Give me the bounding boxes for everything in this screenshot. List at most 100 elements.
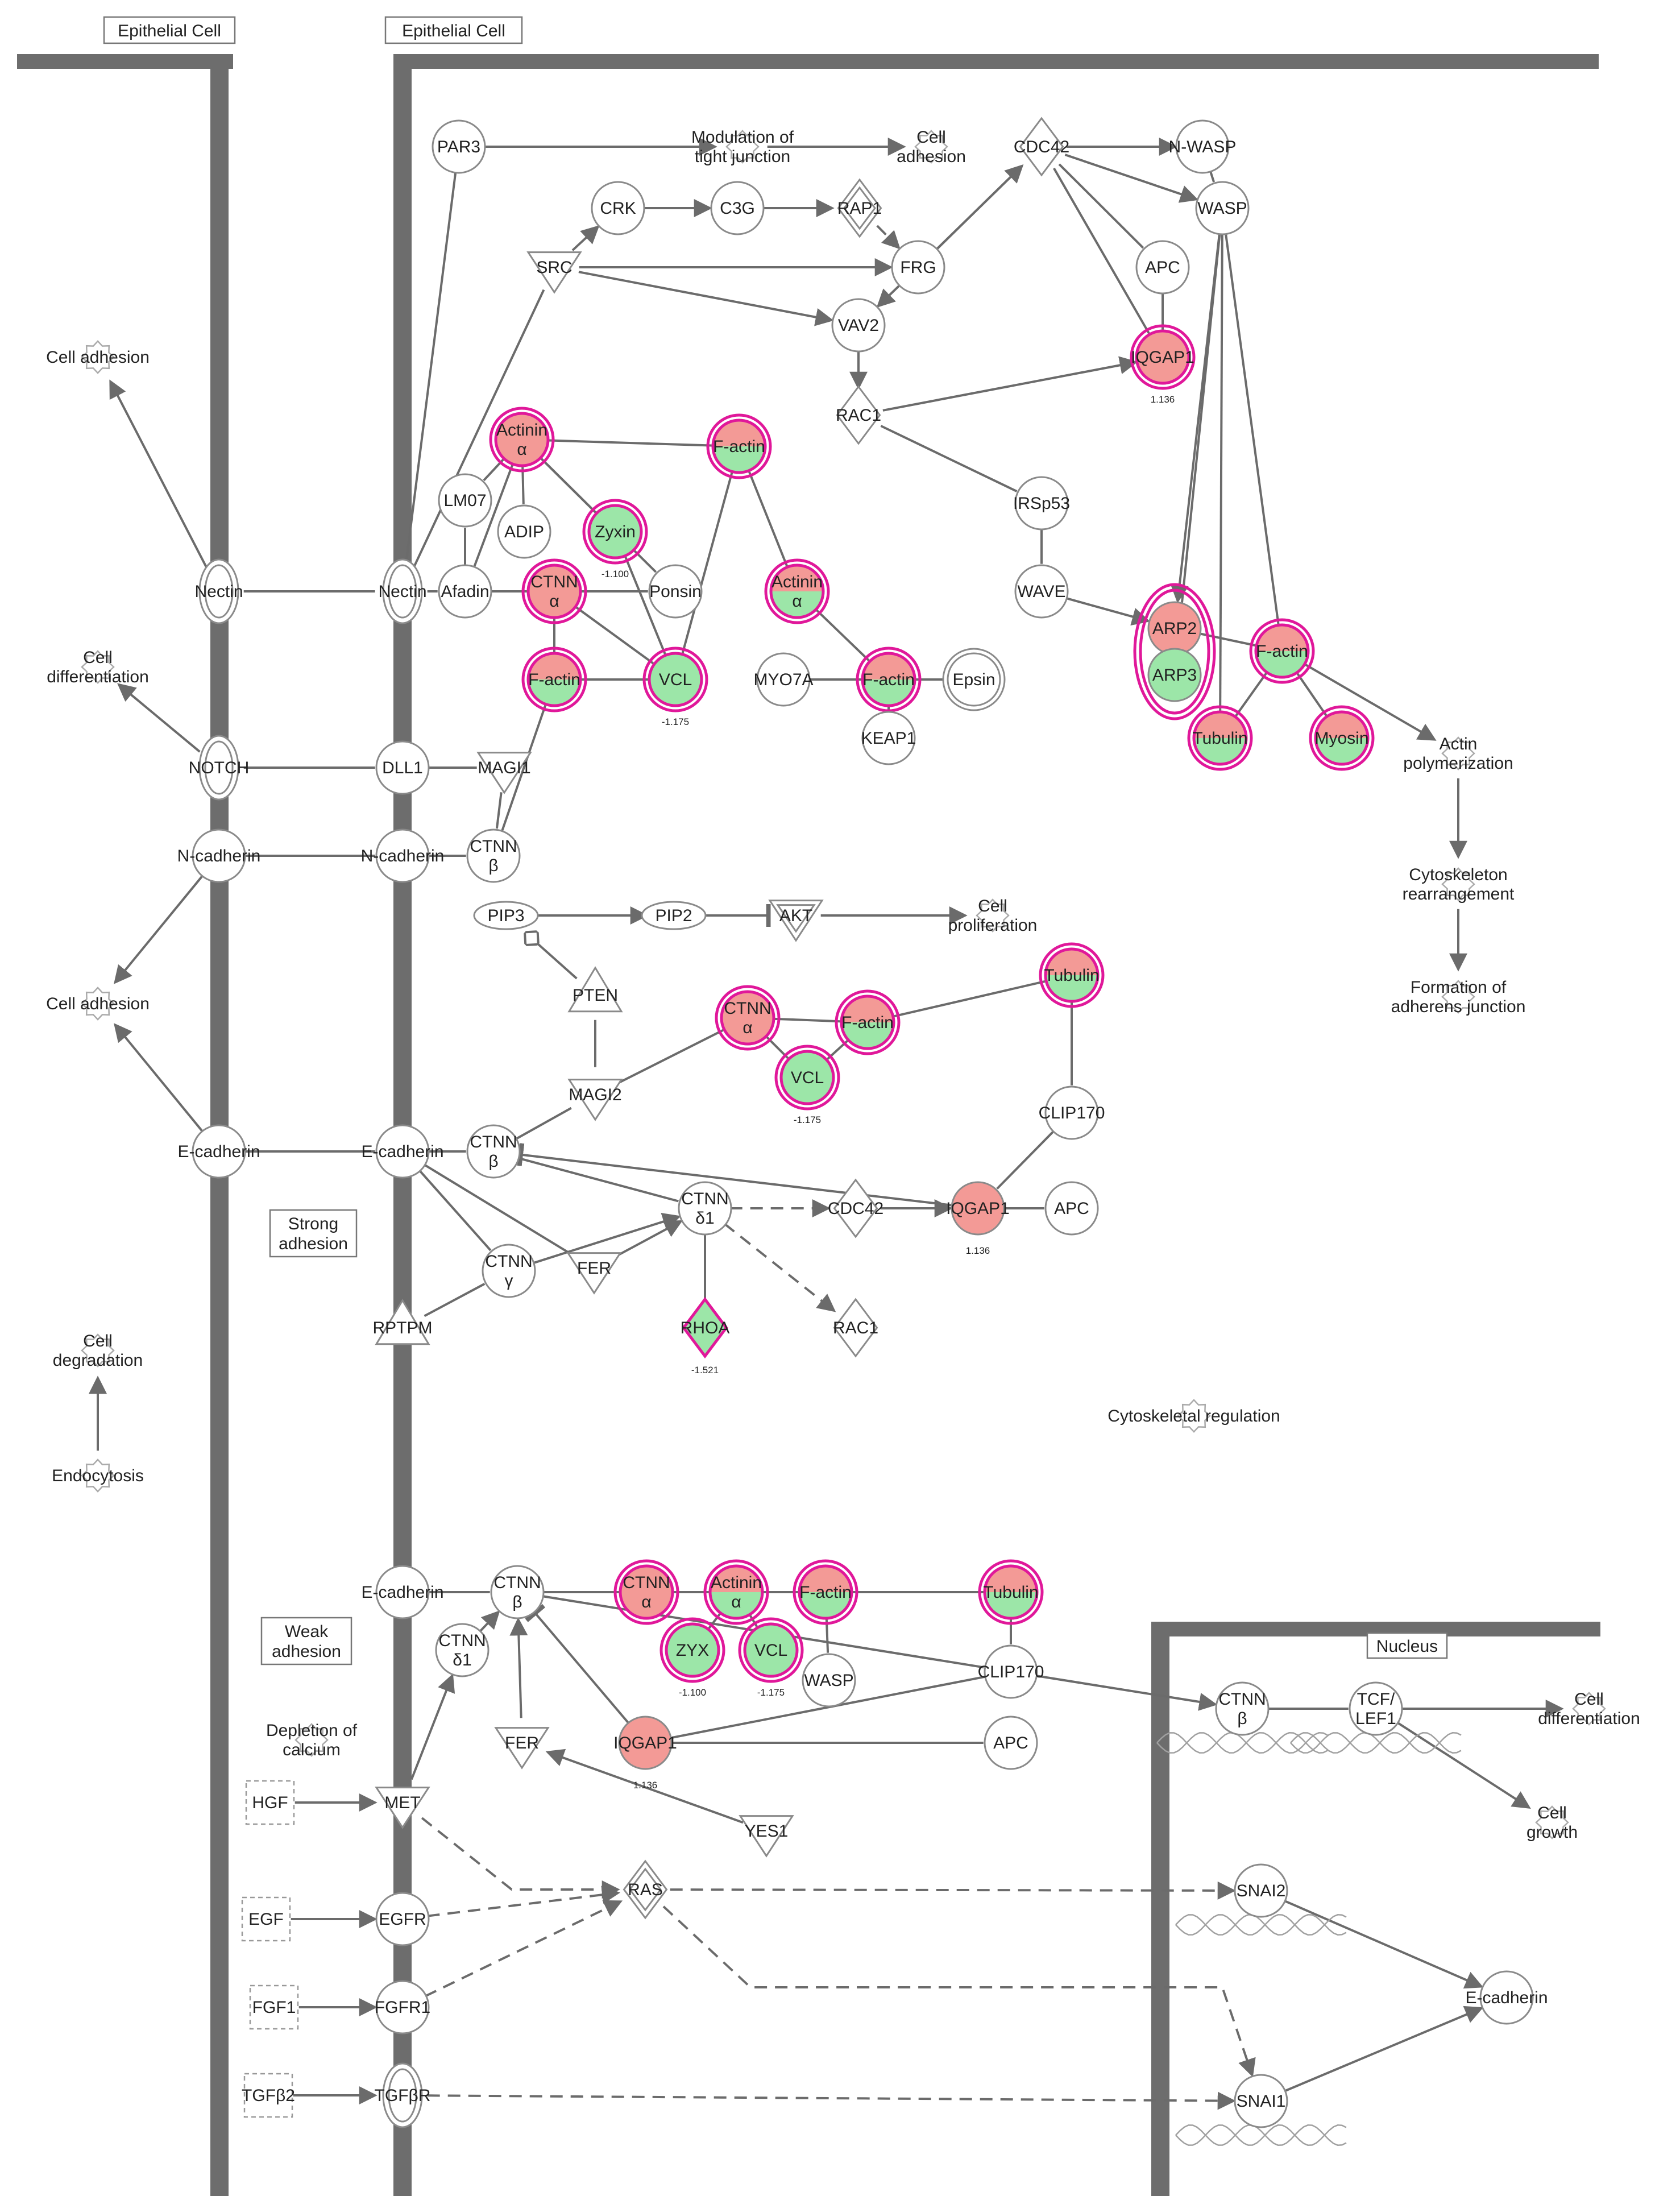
node-clip170_1[interactable]: CLIP170 (1039, 1085, 1105, 1140)
node-tubulin2[interactable]: Tubulin (1039, 942, 1105, 1008)
node-fgfr1[interactable]: FGFR1 (375, 1980, 430, 2035)
node-pip2[interactable]: PIP2 (641, 901, 707, 930)
node-ras[interactable]: RAS (623, 1859, 668, 1920)
node-snai1[interactable]: SNAI1 (1175, 2074, 1347, 2146)
node-arp2[interactable]: ARP2 (1147, 601, 1202, 656)
node-nectin_l[interactable]: Nectin (194, 558, 243, 624)
node-tcf[interactable]: TCF/LEF1 (1290, 1681, 1462, 1754)
node-cyto_reg[interactable]: Cytoskeletal regulation (1107, 1399, 1280, 1433)
node-fer2[interactable]: FER (494, 1727, 550, 1770)
node-cell_adh_left2[interactable]: Cell adhesion (46, 987, 150, 1021)
node-rhoa[interactable]: RHOA-1.521 (681, 1296, 730, 1375)
node-pip3[interactable]: PIP3 (473, 901, 539, 930)
node-frg[interactable]: FRG (891, 240, 945, 295)
node-wasp2[interactable]: WASP (802, 1653, 856, 1708)
node-notch[interactable]: NOTCH (189, 735, 250, 801)
node-apc_bot[interactable]: APC (984, 1716, 1038, 1770)
node-pten[interactable]: PTEN (567, 966, 623, 1013)
node-myosin[interactable]: Myosin (1309, 705, 1375, 771)
node-nwasp[interactable]: N-WASP (1169, 119, 1237, 174)
node-keap1[interactable]: KEAP1 (861, 711, 916, 765)
node-crk[interactable]: CRK (591, 181, 645, 235)
node-egfr[interactable]: EGFR (375, 1892, 430, 1946)
node-ecad_nuc[interactable]: E-cadherin (1465, 1970, 1548, 2025)
node-factin2[interactable]: F-actin (521, 647, 587, 712)
node-wave[interactable]: WAVE (1014, 564, 1069, 619)
node-magi1[interactable]: MAGI1 (476, 752, 532, 794)
node-c3g[interactable]: C3G (710, 181, 765, 235)
node-apc_top[interactable]: APC (1135, 240, 1190, 295)
node-magi2[interactable]: MAGI2 (567, 1079, 623, 1121)
node-cdc42_top[interactable]: CDC42 (1014, 117, 1069, 177)
node-factin4[interactable]: F-actin (835, 989, 901, 1055)
node-fer1[interactable]: FER (566, 1252, 622, 1295)
node-tubulin1[interactable]: Tubulin (1187, 705, 1253, 771)
node-adip[interactable]: ADIP (497, 504, 551, 559)
node-vcl2[interactable]: VCL-1.175 (774, 1045, 840, 1125)
node-snai2[interactable]: SNAI2 (1175, 1863, 1347, 1936)
node-egf[interactable]: EGF (241, 1896, 291, 1942)
node-akt[interactable]: AKT (768, 900, 824, 942)
node-fgf1[interactable]: FGF1 (249, 1984, 299, 2030)
node-lm07[interactable]: LM07 (438, 473, 492, 528)
node-vcl1[interactable]: VCL-1.175 (642, 647, 708, 727)
node-factin1[interactable]: F-actin (706, 413, 772, 479)
node-tgfb2[interactable]: TGFβ2 (242, 2073, 295, 2118)
node-rptpm[interactable]: RPTPM (373, 1299, 433, 1345)
node-factin3[interactable]: F-actin (856, 647, 922, 712)
node-nectin_r[interactable]: Nectin (378, 558, 427, 624)
node-factin_r[interactable]: F-actin (1249, 618, 1315, 684)
node-rac1_top[interactable]: RAC1 (836, 385, 881, 445)
node-tubulin3[interactable]: Tubulin (978, 1559, 1044, 1625)
node-par3[interactable]: PAR3 (432, 119, 486, 174)
node-ecad_l1[interactable]: E-cadherin (177, 1124, 260, 1179)
node-met[interactable]: MET (375, 1787, 430, 1829)
node-epsin[interactable]: Epsin (942, 648, 1006, 711)
node-src[interactable]: SRC (526, 251, 582, 294)
node-rac1_mid[interactable]: RAC1 (833, 1298, 878, 1358)
node-ecad_r1[interactable]: E-cadherin (361, 1124, 444, 1179)
node-wasp[interactable]: WASP (1195, 181, 1250, 235)
node-tgfbr[interactable]: TGFβR (375, 2062, 431, 2128)
node-zyxin[interactable]: Zyxin-1.100 (582, 499, 648, 579)
node-ncad_l[interactable]: N-cadherin (177, 828, 261, 883)
node-factin5[interactable]: F-actin (793, 1559, 858, 1625)
node-yes1[interactable]: YES1 (739, 1815, 794, 1858)
node-ncad_r[interactable]: N-cadherin (361, 828, 445, 883)
node-vcl3[interactable]: VCL-1.175 (738, 1617, 804, 1698)
node-apc_mid[interactable]: APC (1044, 1181, 1099, 1236)
node-vav2[interactable]: VAV2 (831, 298, 886, 353)
node-ponsin[interactable]: Ponsin (648, 564, 703, 619)
node-myo7a[interactable]: MYO7A (753, 652, 814, 707)
node-arp3[interactable]: ARP3 (1147, 648, 1202, 702)
node-rap1[interactable]: RAP1 (837, 178, 882, 238)
node-afadin[interactable]: Afadin (438, 564, 492, 619)
node-hgf[interactable]: HGF (245, 1780, 295, 1825)
